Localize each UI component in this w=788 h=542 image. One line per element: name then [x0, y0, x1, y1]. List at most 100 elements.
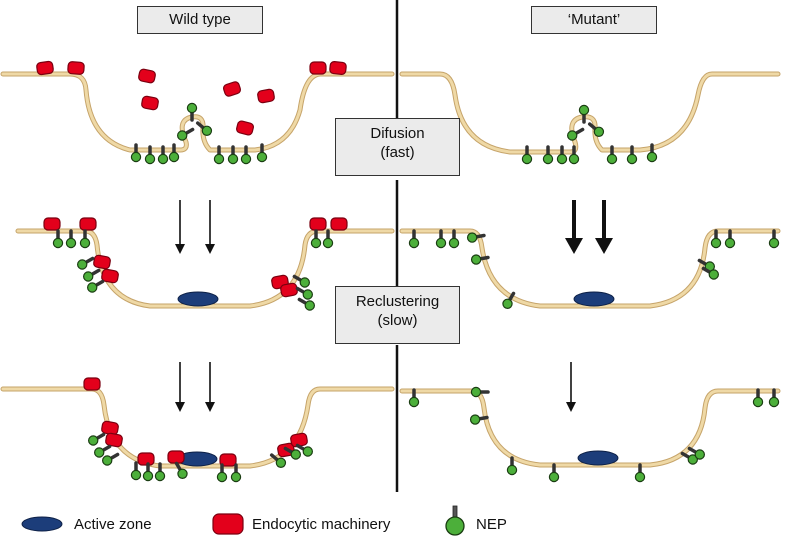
nep-icon [548, 463, 560, 483]
nep-icon [448, 229, 460, 249]
nep-ball [448, 237, 460, 249]
down-arrow-icon [205, 200, 215, 254]
endocytic-machinery-icon [236, 120, 254, 136]
endocytic-machinery-icon [329, 60, 347, 76]
diffusion-label-line2: (fast) [380, 144, 415, 161]
arrow-head [175, 402, 185, 412]
nep-ball [65, 237, 77, 249]
endocytic-machinery-icon [138, 68, 156, 84]
nep-icon [768, 388, 780, 408]
nep-ball [168, 151, 180, 163]
nep-layer [52, 102, 780, 483]
endocytic-machinery-icon [83, 377, 101, 391]
arrow-head [205, 244, 215, 254]
arrow-head [565, 238, 583, 254]
nep-icon [606, 145, 618, 165]
nep-ball [144, 153, 156, 165]
arrow-head [566, 402, 576, 412]
nep-ball [502, 298, 513, 309]
nep-icon [587, 122, 605, 137]
arrow-head [205, 402, 215, 412]
nep-ball [304, 300, 315, 311]
nep-icon [292, 274, 310, 288]
nep-ball [94, 447, 105, 458]
endocytic-machinery-icon [43, 217, 61, 231]
nep-icon [177, 127, 195, 141]
nep-icon [295, 286, 313, 300]
active-zone-icon [573, 291, 615, 307]
nep-ball [275, 457, 287, 468]
nep-icon [130, 143, 142, 163]
nep-icon [408, 388, 420, 408]
nep-ball [77, 259, 88, 270]
nep-icon [216, 463, 228, 483]
nep-icon [144, 145, 156, 165]
nep-ball [290, 449, 301, 460]
nep-icon [130, 461, 142, 481]
endocytic-machinery-icon [309, 61, 327, 75]
nep-icon [469, 414, 489, 425]
nep-icon [94, 444, 112, 458]
nep-ball [177, 468, 188, 479]
nep-ball [724, 237, 736, 249]
arrow-head [595, 238, 613, 254]
nep-icon [634, 463, 646, 483]
nep-icon [408, 229, 420, 249]
nep-icon [724, 229, 736, 249]
membrane-wt-row3 [1, 387, 394, 468]
reclustering-step-label: Reclustering (slow) [335, 286, 460, 344]
nep-ball [177, 130, 188, 141]
legend-active-zone-icon [21, 516, 63, 532]
nep-ball [322, 237, 334, 249]
nep-icon [752, 388, 764, 408]
nep-ball [466, 232, 478, 243]
active-zone-icon [177, 291, 219, 307]
nep-ball [230, 471, 242, 483]
nep-ball [694, 449, 705, 460]
nep-ball [768, 237, 780, 249]
nep-ball [299, 277, 310, 288]
nep-icon [186, 102, 198, 122]
nep-ball [567, 130, 578, 141]
nep-icon [295, 443, 313, 457]
endocytic-machinery-icon [137, 452, 155, 466]
endocytic-machinery-icon [101, 268, 119, 284]
nep-ball [79, 237, 91, 249]
down-arrow-icon [566, 362, 576, 412]
nep-icon [79, 229, 91, 249]
nep-icon [102, 452, 120, 466]
mutant-heading: ‘Mutant’ [531, 6, 657, 34]
down-arrow-icon [595, 200, 613, 254]
nep-ball [469, 414, 481, 425]
nep-ball [470, 254, 482, 265]
membrane-wt-row1 [1, 72, 394, 152]
nep-ball [227, 153, 239, 165]
endocytic-machinery-icon [222, 81, 242, 97]
legend-nep-stalk [452, 505, 458, 518]
down-arrow-icon [175, 362, 185, 412]
nep-ball [52, 237, 64, 249]
legend-nep-label: NEP [476, 516, 507, 533]
nep-ball [606, 153, 618, 165]
nep-icon [466, 232, 486, 243]
reclustering-label-line1: Reclustering [355, 293, 440, 310]
nep-icon [697, 258, 715, 272]
nep-icon [157, 145, 169, 165]
nep-icon [213, 145, 225, 165]
legend-active-zone-label: Active zone [74, 516, 152, 533]
nep-icon [506, 456, 518, 476]
arrows-layer [175, 200, 613, 412]
endocytic-machinery-icon [330, 217, 348, 231]
nep-ball [201, 125, 213, 136]
nep-ball [568, 153, 580, 165]
nep-ball [186, 102, 198, 114]
nep-ball [87, 282, 98, 293]
endocytic-machinery-icon [93, 254, 111, 270]
nep-icon [154, 462, 166, 482]
reclustering-label-line2: (slow) [377, 312, 418, 329]
nep-ball [130, 469, 142, 481]
diffusion-label-line1: Difusion [370, 125, 425, 142]
nep-ball [240, 153, 252, 165]
nep-icon [646, 143, 658, 163]
nep-icon [435, 229, 447, 249]
